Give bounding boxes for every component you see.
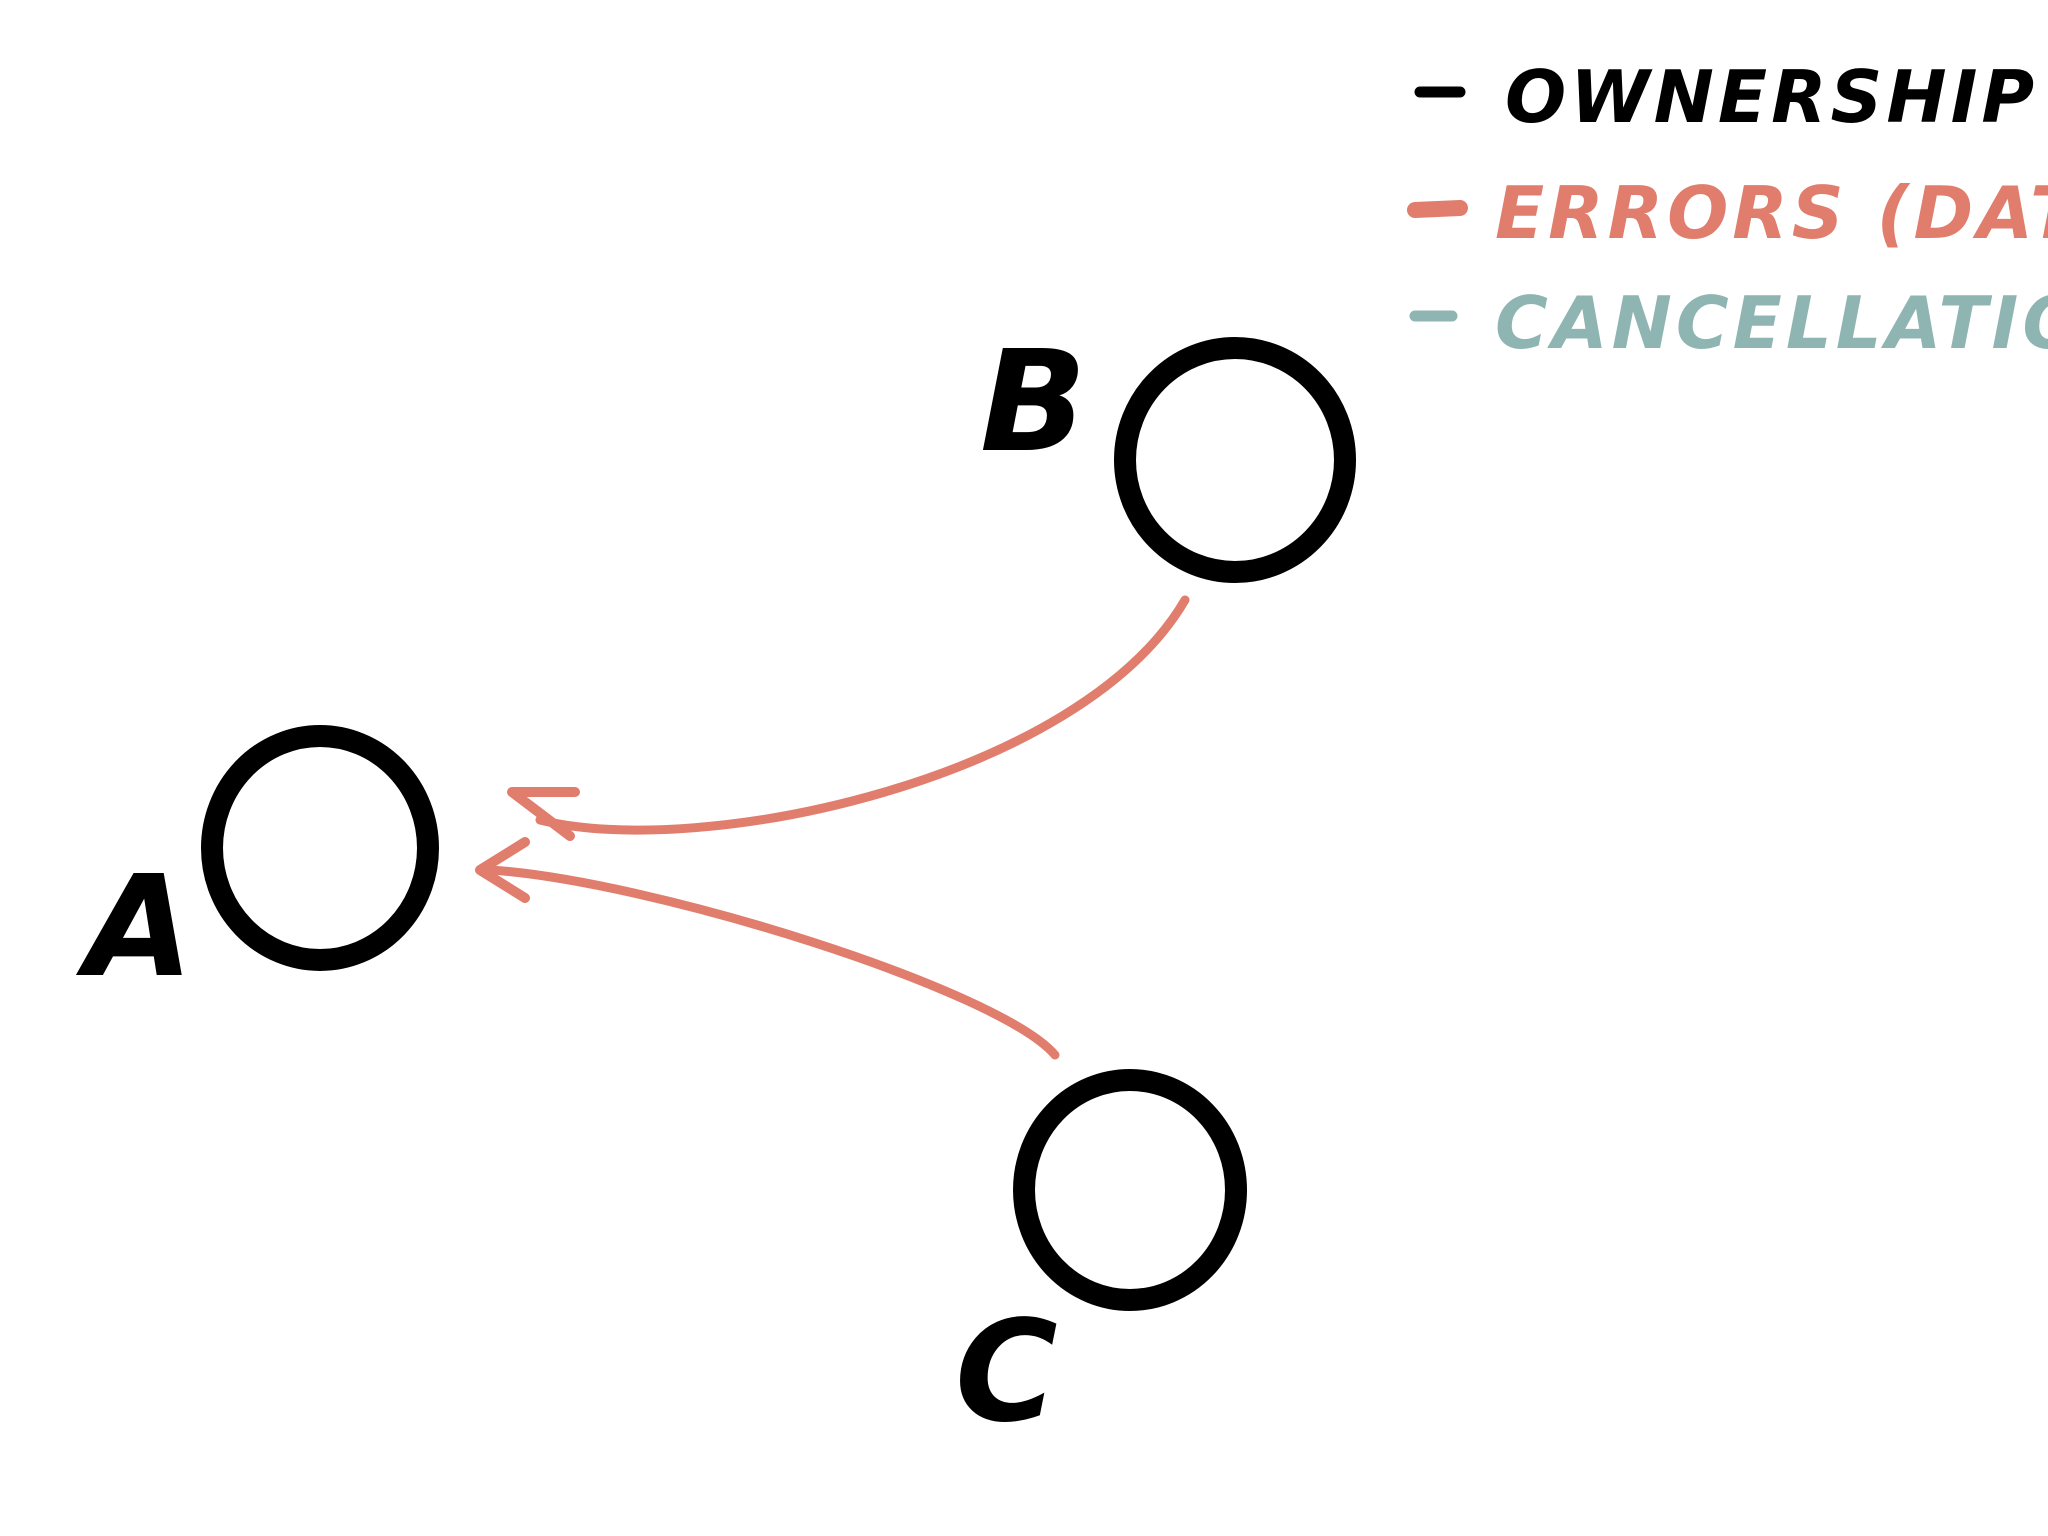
node-c-label: C xyxy=(955,1291,1058,1454)
edge-c-to-a-line xyxy=(485,865,1060,1060)
legend-label-errors: ERRORS (DATA) xyxy=(1495,171,2048,255)
edge-b-to-a-line xyxy=(535,595,1190,835)
node-a-label: A xyxy=(75,846,193,1009)
node-a: A xyxy=(75,725,439,1009)
legend-item-errors: ERRORS (DATA) xyxy=(1407,171,2048,255)
legend: OWNERSHIP ERRORS (DATA) CANCELLATION xyxy=(1407,55,2048,365)
node-c: C xyxy=(955,1069,1247,1454)
node-b: B xyxy=(980,321,1356,583)
legend-item-cancellation: CANCELLATION xyxy=(1409,281,2048,365)
node-b-label: B xyxy=(980,321,1087,484)
node-c-circle xyxy=(1013,1069,1247,1311)
edge-b-to-a-arrowhead xyxy=(507,787,580,841)
legend-item-ownership: OWNERSHIP xyxy=(1414,55,2038,139)
edges xyxy=(475,595,1190,1060)
edge-b-to-a xyxy=(507,595,1190,841)
node-a-circle xyxy=(201,725,439,971)
legend-label-cancellation: CANCELLATION xyxy=(1495,281,2048,365)
node-b-circle xyxy=(1114,337,1356,583)
legend-label-ownership: OWNERSHIP xyxy=(1505,55,2038,139)
legend-swatch-errors xyxy=(1407,200,1468,218)
edge-c-to-a-arrowhead xyxy=(475,837,530,903)
edge-c-to-a xyxy=(475,837,1060,1060)
